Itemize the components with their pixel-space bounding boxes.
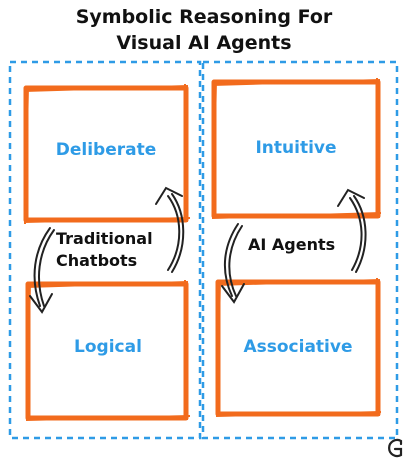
right-dashed-container <box>201 60 399 440</box>
g-logo-icon <box>388 438 403 458</box>
box-bottom-right <box>215 277 382 418</box>
box-label-associative: Associative <box>243 337 353 357</box>
title-line-1: Symbolic Reasoning For <box>75 6 333 28</box>
box-label-intuitive: Intuitive <box>255 138 337 158</box>
box-label-deliberate: Deliberate <box>55 140 157 160</box>
group-label-line-1: Traditional <box>56 229 153 248</box>
arrow-left-up <box>155 186 185 273</box>
arrow-right-down <box>221 223 245 304</box>
group-label-line-2: Chatbots <box>56 251 138 270</box>
box-bottom-left <box>25 279 191 422</box>
diagram-title: Symbolic Reasoning For Visual AI Agents <box>0 4 408 56</box>
group-label-traditional-chatbots: Traditional Chatbots <box>56 228 153 272</box>
arrow-left-down <box>29 227 55 314</box>
arrow-right-up <box>337 188 367 273</box>
group-label-ai-agents: AI Agents <box>248 235 336 254</box>
box-top-left <box>23 83 191 225</box>
box-top-right <box>211 77 382 220</box>
left-dashed-container <box>8 60 202 440</box>
box-label-logical: Logical <box>74 337 142 357</box>
title-line-2: Visual AI Agents <box>116 32 292 54</box>
